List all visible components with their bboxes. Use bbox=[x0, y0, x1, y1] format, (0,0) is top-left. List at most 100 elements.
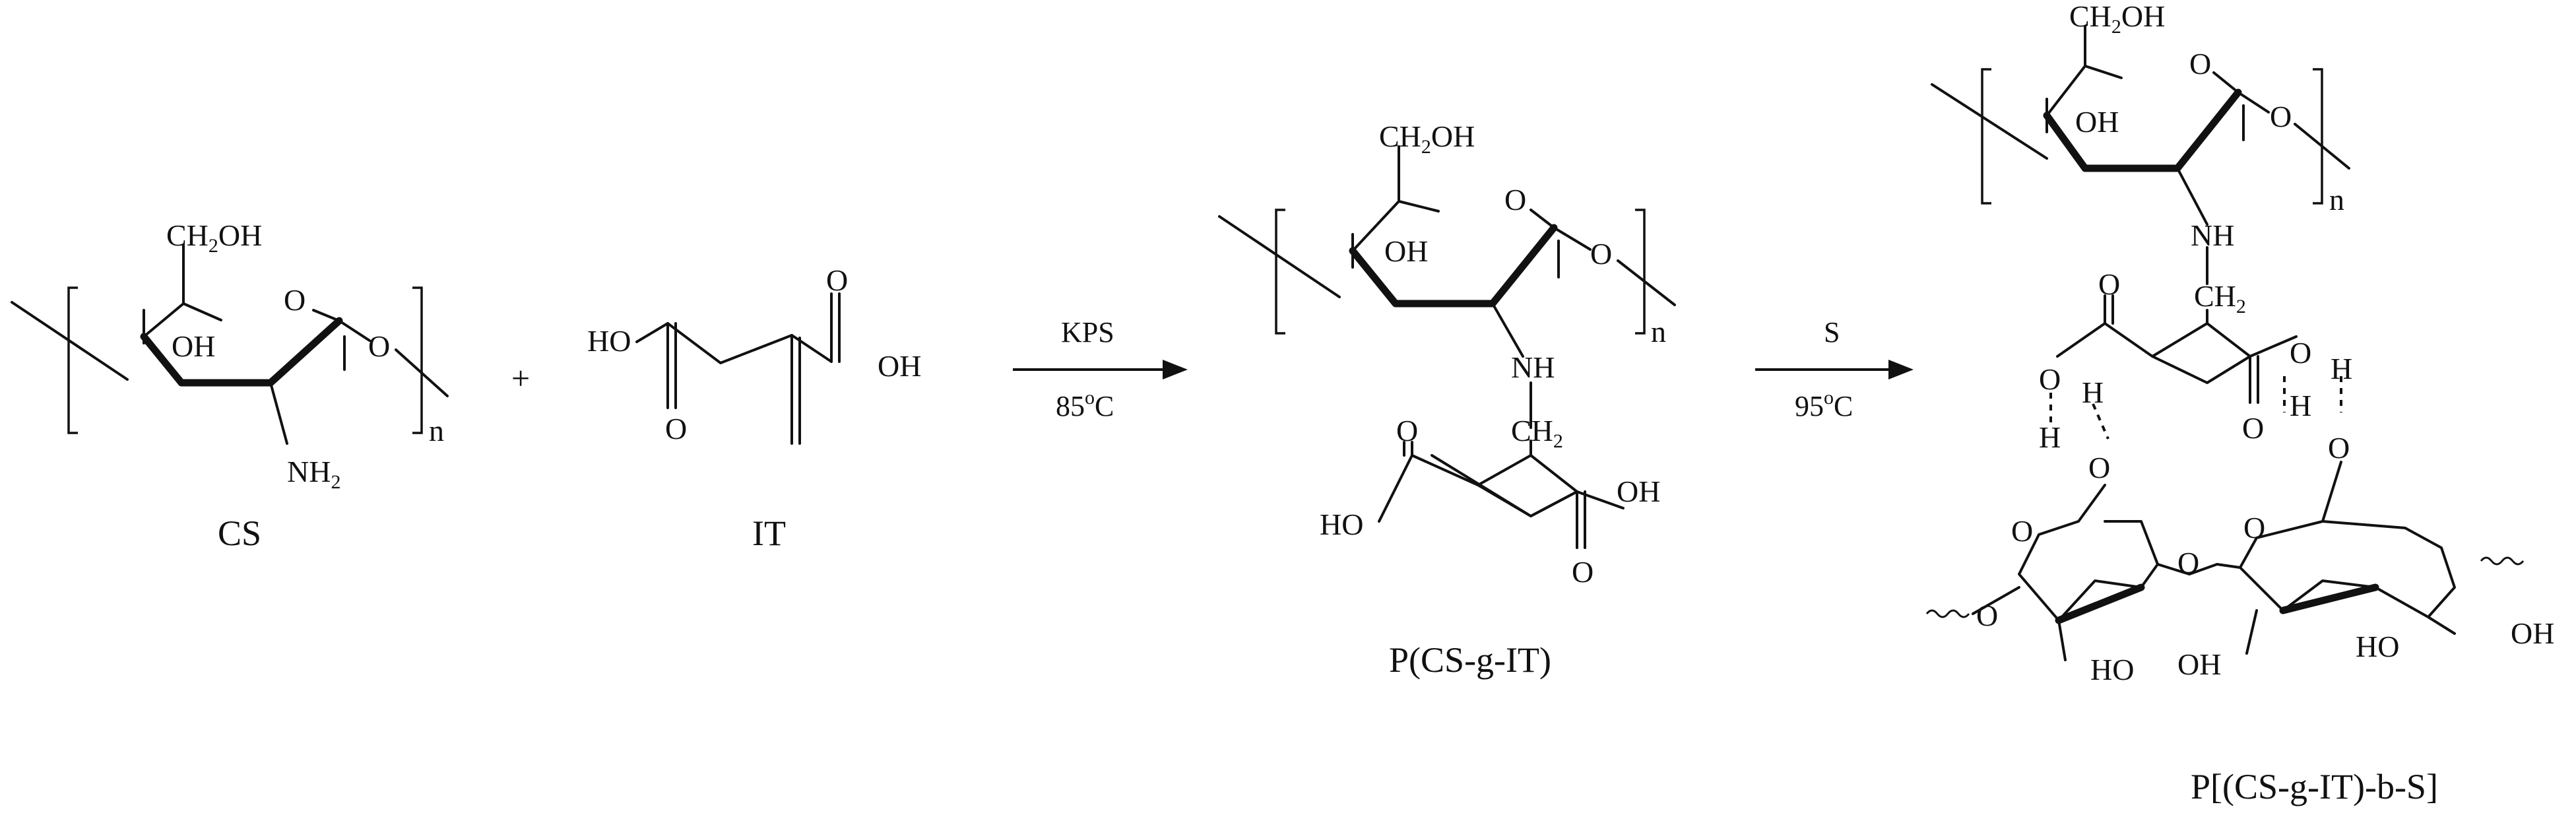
product-starch-o-left: O bbox=[2088, 451, 2110, 484]
product-ch2oh-label: CH2OH bbox=[2069, 0, 2165, 38]
cs-backbone-left bbox=[11, 301, 129, 381]
it-acid1-carbonyl bbox=[666, 322, 677, 409]
graft-nh-label: NH bbox=[1511, 350, 1555, 384]
cs-nh2-label: NH2 bbox=[287, 455, 340, 493]
graft-oh-label: OH bbox=[1617, 475, 1660, 508]
starch-front-right bbox=[2279, 583, 2379, 614]
product-left-bracket bbox=[1981, 68, 1991, 205]
starch-oh-2: OH bbox=[2511, 616, 2554, 650]
cs-structure: CH2OH O OH O NH2 n CS bbox=[11, 218, 449, 553]
it-compound-label: IT bbox=[752, 513, 786, 553]
cs-bridge-oxygen: O bbox=[368, 329, 390, 363]
step2-reagent: S bbox=[1824, 316, 1840, 348]
product-carbonyl-o-2: O bbox=[2242, 411, 2264, 445]
step2-temperature: 95oC bbox=[1795, 387, 1853, 422]
graft-oh-bond bbox=[1351, 249, 1368, 269]
graft-carbonyl-o-2: O bbox=[1572, 555, 1594, 589]
product-chain bbox=[2104, 246, 2251, 384]
cs-hydroxyl-label: OH bbox=[172, 329, 215, 363]
it-structure: HO OH O O IT bbox=[587, 263, 921, 553]
graft-ho-label: HO bbox=[1320, 508, 1363, 541]
starch-wavy-right bbox=[2480, 556, 2525, 566]
graft-structure: CH2OH O OH O NH CH2 O HO OH O n P(CS-g-I… bbox=[1218, 119, 1676, 680]
starch-end-o: O bbox=[1976, 599, 1998, 632]
product-acid2-o: O bbox=[2290, 336, 2311, 370]
graft-bridge-oxygen: O bbox=[1590, 237, 1612, 271]
product-acid2 bbox=[2249, 335, 2298, 404]
graft-backbone-left bbox=[1218, 215, 1341, 298]
graft-hydroxyl-label: OH bbox=[1384, 234, 1428, 268]
product-acid2-h-2: H bbox=[2290, 389, 2311, 422]
it-acid2-carbonyl bbox=[830, 292, 841, 363]
product-water-h: H bbox=[2039, 420, 2061, 454]
starch-bonds-right bbox=[2239, 461, 2456, 655]
graft-ring-front bbox=[1349, 224, 1558, 308]
graft-left-bracket bbox=[1275, 209, 1285, 335]
graft-acid1-carbonyl bbox=[1403, 441, 1413, 457]
graft-acid-chain bbox=[1378, 454, 1625, 549]
starch-ho-2: HO bbox=[2356, 630, 2399, 663]
product-compound-label: P[(CS-g-IT)-b-S] bbox=[2191, 767, 2438, 806]
cs-ring-front bbox=[140, 317, 343, 387]
cs-bridge-bond-2 bbox=[395, 348, 449, 397]
product-bridge-bond-2 bbox=[2294, 123, 2350, 170]
starch-front-left bbox=[2055, 583, 2145, 624]
reaction-arrow-2: S 95oC bbox=[1755, 316, 1914, 422]
graft-bridge-bond-1 bbox=[1553, 226, 1592, 251]
cs-ring-oxygen: O bbox=[284, 283, 306, 317]
cs-bridge-bond-1 bbox=[338, 319, 371, 342]
starch-ring-o-left: O bbox=[2011, 514, 2033, 548]
reaction-arrow-1: KPS 85oC bbox=[1013, 316, 1188, 422]
product-ring-front bbox=[2043, 88, 2242, 172]
graft-ring-oxygen: O bbox=[1504, 183, 1526, 216]
it-carbonyl-o-2: O bbox=[826, 263, 848, 297]
product-starch-o-right: O bbox=[2328, 431, 2350, 465]
product-right-bracket bbox=[2313, 68, 2323, 205]
product-ring-oxygen: O bbox=[2189, 47, 2211, 81]
product-oh-bond bbox=[2045, 114, 2063, 133]
cs-left-bracket bbox=[67, 286, 78, 434]
graft-nh-bond bbox=[1491, 302, 1524, 358]
starch-glyco-o: O bbox=[2177, 546, 2199, 579]
graft-bridge-bond-2 bbox=[1617, 259, 1676, 306]
cs-repeat-index: n bbox=[429, 414, 444, 447]
product-nh-bond bbox=[2176, 167, 2208, 226]
cs-right-bracket bbox=[412, 286, 423, 434]
graft-carbonyl-o-1: O bbox=[1396, 414, 1418, 447]
it-ho-label: HO bbox=[587, 324, 631, 358]
graft-right-bracket bbox=[1635, 209, 1646, 335]
plus-sign: + bbox=[511, 360, 530, 397]
product-backbone-left bbox=[1931, 83, 2048, 160]
step1-temperature: 85oC bbox=[1056, 387, 1114, 422]
cs-nh2-bond bbox=[269, 381, 288, 445]
cs-compound-label: CS bbox=[218, 513, 261, 553]
starch-ho-1: HO bbox=[2090, 653, 2134, 686]
product-carbonyl-o-1: O bbox=[2098, 267, 2120, 301]
product-bridge-bond-1 bbox=[2237, 91, 2270, 114]
cs-ch2oh-label: CH2OH bbox=[166, 218, 262, 257]
graft-ch2-label: CH2 bbox=[1511, 414, 1563, 452]
starch-glycosidic bbox=[2156, 563, 2241, 575]
starch-wavy-left bbox=[1925, 609, 1970, 618]
starch-bonds-left bbox=[1972, 484, 2159, 661]
product-structure: CH2OH O OH O n NH CH2 O O H H O O O H H … bbox=[1925, 0, 2554, 806]
product-repeat-index: n bbox=[2329, 183, 2344, 216]
it-oh-label: OH bbox=[878, 349, 921, 383]
step1-reagent: KPS bbox=[1061, 316, 1114, 348]
it-carbonyl-o-1: O bbox=[665, 412, 687, 445]
product-acid1-o: O bbox=[2039, 362, 2061, 396]
product-acid1 bbox=[2056, 294, 2114, 358]
product-hydroxyl-label: OH bbox=[2075, 105, 2119, 139]
starch-oh-1: OH bbox=[2177, 647, 2221, 681]
starch-ring-o-right: O bbox=[2243, 511, 2265, 544]
product-bridge-oxygen: O bbox=[2270, 100, 2292, 133]
graft-chain bbox=[1431, 381, 1578, 517]
cs-oh-bond bbox=[143, 335, 156, 354]
it-skeleton bbox=[635, 322, 833, 364]
product-nh-label: NH bbox=[2191, 218, 2234, 252]
product-acid2-h-1: H bbox=[2331, 352, 2352, 385]
product-ch2-label: CH2 bbox=[2194, 279, 2246, 317]
it-vinylidene bbox=[790, 334, 801, 445]
graft-compound-label: P(CS-g-IT) bbox=[1389, 640, 1551, 680]
